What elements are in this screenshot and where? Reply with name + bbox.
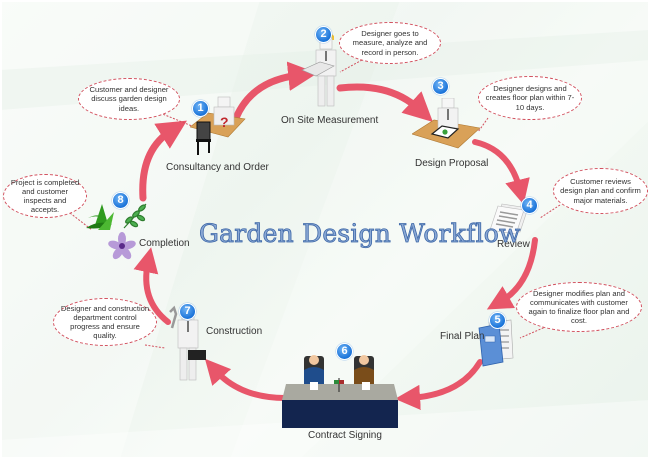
- step-5-note: Designer modifies plan and communicates …: [516, 282, 642, 332]
- arrow-4-to-5: [486, 237, 538, 310]
- step-4-note: Customer reviews design plan and confirm…: [553, 168, 648, 214]
- svg-text:?: ?: [220, 114, 229, 130]
- step-2-note: Designer goes to measure, analyze and re…: [339, 22, 441, 64]
- step-1-label: Consultancy and Order: [166, 162, 269, 173]
- step-7-label: Construction: [206, 326, 263, 337]
- step-4-badge: 4: [521, 197, 538, 214]
- arrow-7-to-8: [133, 247, 171, 325]
- step-2-label: On Site Measurement: [281, 115, 379, 126]
- designer-desk-icon: [412, 98, 480, 149]
- arrow-1-to-2: [232, 61, 318, 122]
- step-4-label: Review: [497, 239, 530, 250]
- step-8-label: Completion: [139, 238, 190, 249]
- step-8-note: Project is completed and customer inspec…: [3, 174, 87, 218]
- step-6-label: Contract Signing: [308, 430, 382, 441]
- plants-flower-icon: [86, 203, 147, 260]
- arrow-5-to-6: [394, 359, 483, 410]
- binder-icon: [478, 319, 514, 367]
- step-7-badge: 7: [179, 303, 196, 320]
- step-1-badge: 1: [192, 100, 209, 117]
- step-3-badge: 3: [432, 78, 449, 95]
- step-5-label: Final Plan: [440, 331, 485, 342]
- step-6-badge: 6: [336, 343, 353, 360]
- step-7-note: Designer and construction department con…: [53, 298, 157, 346]
- step-5-badge: 5: [489, 312, 506, 329]
- step-1-note: Customer and designer discuss garden des…: [78, 78, 180, 120]
- diagram-title: Garden Design Workflow: [199, 219, 521, 249]
- documents-icon: [489, 203, 529, 235]
- step-3-label: Design Proposal: [415, 158, 489, 169]
- step-8-badge: 8: [112, 192, 129, 209]
- arrow-6-to-7: [204, 358, 288, 401]
- arrow-8-to-1: [139, 120, 187, 202]
- signing-table-icon: [282, 355, 398, 428]
- meeting-desk-icon: ?: [190, 96, 246, 155]
- arrow-2-to-3: [336, 83, 433, 123]
- step-2-badge: 2: [315, 26, 332, 43]
- arrow-3-to-4: [472, 139, 530, 205]
- step-3-note: Designer designs and creates floor plan …: [478, 76, 582, 120]
